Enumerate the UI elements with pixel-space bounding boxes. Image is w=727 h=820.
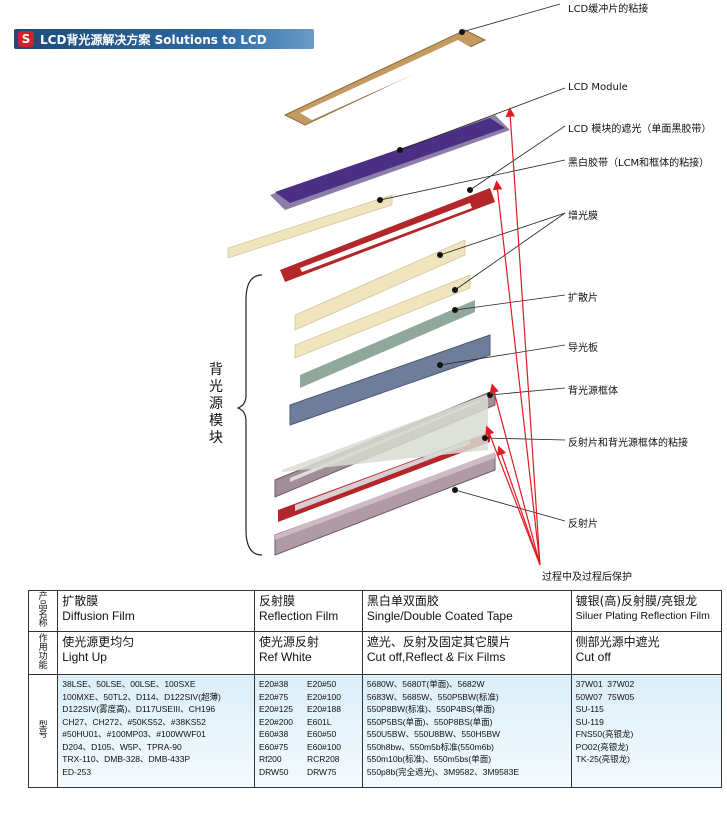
label-reflector: 反射片 (568, 519, 598, 530)
leader-lcd-buffer (461, 3, 561, 33)
layer-light-guide (289, 334, 491, 426)
layer-lcd-module-face (275, 118, 505, 203)
table-row: 型号 38LSE、50LSE、00LSE、100SXE 100MXE、50TL2… (27, 674, 723, 788)
dot-reflector-bond (482, 435, 488, 441)
cell-models-tape: 5680W、5680T(单面)、5682W 5683W、5685W、550P5B… (361, 674, 572, 788)
label-light-guide: 导光板 (568, 343, 598, 354)
cell-product: 反射膜 Reflection Film (253, 590, 363, 632)
row-header-product: 产品名称 (27, 590, 59, 632)
table-row: 产品名称 扩散膜 Diffusion Film 反射膜 Reflection F… (27, 590, 723, 632)
cell-models-silver: 37W01 37W02 50W07 75W05 SU-115 SU-119 FN… (570, 674, 723, 788)
label-lcd-buffer: LCD缓冲片的粘接 (568, 4, 649, 15)
leader-frame (489, 387, 566, 396)
leader-light-guide (439, 344, 566, 366)
brand-logo: S (18, 31, 34, 47)
row-header-model: 型号 (27, 674, 59, 788)
cell-models-diffusion: 38LSE、50LSE、00LSE、100SXE 100MXE、50TL2、D1… (57, 674, 255, 788)
dot-brightness-2 (452, 287, 458, 293)
dot-brightness-1 (437, 252, 443, 258)
leader-brightness-2 (454, 212, 566, 291)
protection-arrow-4 (485, 425, 541, 566)
backlight-exploded-diagram (227, 3, 566, 566)
cell-function: 使光源反射 Ref White (253, 631, 363, 675)
table-row: 作用功能 使光源更均匀 Light Up 使光源反射 Ref White 遮光、… (27, 631, 723, 675)
label-brightness: 增光膜 (568, 211, 598, 222)
layer-reflector-bond-inner (295, 440, 470, 511)
label-frame: 背光源框体 (568, 386, 618, 397)
cell-product: 黑白单双面胶 Single/Double Coated Tape (361, 590, 572, 632)
backlight-module-label: 背 光 源 模 块 (209, 362, 223, 446)
leader-bw-tape (379, 159, 566, 201)
dot-buffer (459, 29, 465, 35)
protection-arrow-3 (489, 383, 541, 566)
dot-diffuser (452, 307, 458, 313)
backlight-bracket (236, 274, 263, 556)
product-table: 产品名称 扩散膜 Diffusion Film 反射膜 Reflection F… (27, 590, 723, 788)
layer-brightness-film (294, 239, 466, 331)
layer-bw-tape-inner (300, 203, 472, 272)
dot-shading (467, 187, 473, 193)
label-lcd-module: LCD Module (568, 82, 628, 93)
leader-lcd-shading (469, 125, 566, 191)
layer-diffuser-1 (294, 274, 471, 359)
page-header: S LCD背光源解决方案 Solutions to LCD (14, 29, 314, 49)
label-lcd-shading: LCD 模块的遮光（单面黑胶带） (568, 124, 712, 135)
label-reflector-bond: 反射片和背光源框体的粘接 (568, 438, 688, 449)
dot-frame (487, 392, 493, 398)
leader-lcd-module (399, 87, 566, 151)
label-bw-tape: 黑白胶带（LCM和框体的粘接） (568, 158, 710, 169)
row-header-function: 作用功能 (27, 631, 59, 675)
protection-arrow-5 (497, 445, 541, 566)
label-diffuser: 扩散片 (568, 293, 598, 304)
leader-reflector-bond (484, 437, 566, 441)
layer-diffuser-2 (300, 300, 475, 388)
layer-buffer-frame-inner (300, 40, 472, 120)
header-title: LCD背光源解决方案 Solutions to LCD (40, 33, 267, 47)
cell-function: 侧部光源中遮光 Cut off (570, 631, 723, 675)
leader-reflector (454, 489, 566, 522)
protection-arrow-2 (492, 180, 541, 566)
cell-product: 镀银(高)反射膜/亮银龙 Siluer Plating Reflection F… (570, 590, 723, 632)
dot-light-guide (437, 362, 443, 368)
layer-frame-face (282, 394, 488, 472)
cell-function: 使光源更均匀 Light Up (57, 631, 255, 675)
label-protection: 过程中及过程后保护 (542, 572, 632, 583)
dot-module (397, 147, 403, 153)
layer-cream-sheet (227, 194, 393, 259)
cell-function: 遮光、反射及固定其它膜片 Cut off,Reflect & Fix Films (361, 631, 572, 675)
dot-reflector (452, 487, 458, 493)
dot-bw-tape (377, 197, 383, 203)
cell-product: 扩散膜 Diffusion Film (57, 590, 255, 632)
layer-reflector-top (275, 452, 495, 540)
protection-arrow-1 (505, 107, 541, 566)
cell-models-reflection: E20#38 E20#75 E20#125 E20#200 E60#38 E60… (253, 674, 363, 788)
